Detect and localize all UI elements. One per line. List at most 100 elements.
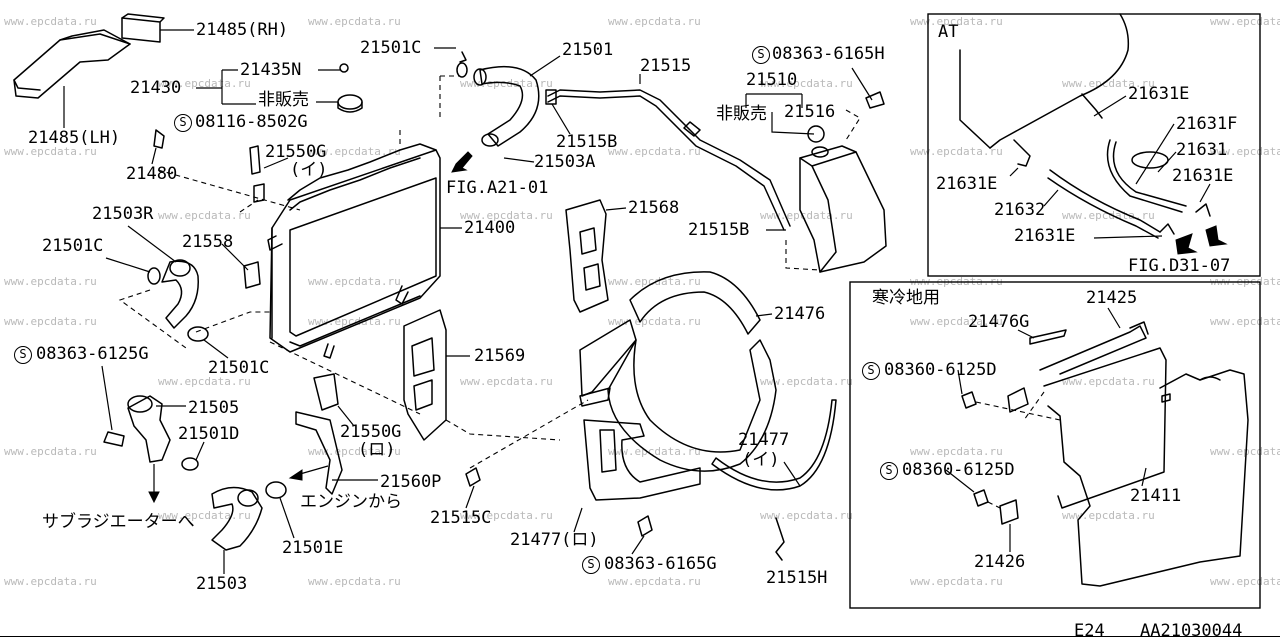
- part-label-figd: FIG.D31-07: [1128, 256, 1231, 276]
- screw-symbol-icon: S: [862, 362, 880, 380]
- part-label-engine: エンジンから: [300, 492, 402, 512]
- part-label-p21480: 21480: [126, 164, 178, 184]
- part-label-p21426: 21426: [974, 552, 1026, 572]
- air-guide-21485: [13, 13, 165, 99]
- part-label-p21631: 21631: [1176, 140, 1228, 160]
- part-label-p21631e_d: 21631E: [1014, 226, 1076, 246]
- watermark-text: www.epcdata.ru: [460, 209, 553, 222]
- part-label-p21515b_top: 21515B: [556, 132, 618, 152]
- part-label-p21550g_top_i: (イ): [290, 160, 328, 180]
- watermark-text: www.epcdata.ru: [158, 77, 251, 90]
- watermark-text: www.epcdata.ru: [308, 15, 401, 28]
- watermark-text: www.epcdata.ru: [608, 315, 701, 328]
- bracket-21569: [403, 309, 447, 441]
- watermark-text: www.epcdata.ru: [1210, 445, 1280, 458]
- part-label-p08363_6125g: 08363-6125G: [36, 344, 149, 364]
- watermark-text: www.epcdata.ru: [4, 575, 97, 588]
- watermark-text: www.epcdata.ru: [1210, 15, 1280, 28]
- part-label-p21501: 21501: [562, 40, 614, 60]
- part-label-p21550g_mid: 21550G: [340, 422, 402, 442]
- watermark-text: www.epcdata.ru: [760, 509, 853, 522]
- part-label-p21400: 21400: [464, 218, 516, 238]
- at-inset-frame: [927, 13, 1261, 277]
- watermark-text: www.epcdata.ru: [760, 209, 853, 222]
- watermark-text: www.epcdata.ru: [4, 315, 97, 328]
- watermark-text: www.epcdata.ru: [1210, 145, 1280, 158]
- part-label-footer_code: AA21030044: [1140, 621, 1243, 641]
- part-label-p21631e_b: 21631E: [936, 174, 998, 194]
- bracket-21550g-ro: [295, 373, 343, 495]
- part-label-p21477: 21477: [738, 430, 790, 450]
- part-label-p21631e_c: 21631E: [1172, 166, 1234, 186]
- watermark-text: www.epcdata.ru: [4, 275, 97, 288]
- part-label-p21501c_low: 21501C: [208, 358, 270, 378]
- part-label-p21569: 21569: [474, 346, 526, 366]
- part-label-p21510: 21510: [746, 70, 798, 90]
- cold-region-inset-frame: [849, 281, 1261, 609]
- part-label-p21476g: 21476G: [968, 312, 1030, 332]
- upper-hose-21501: [456, 51, 540, 147]
- part-label-p21560p: 21560P: [380, 472, 442, 492]
- part-label-sub: サブラジエーターへ: [42, 512, 195, 532]
- cold-inset-art: [999, 321, 1249, 587]
- screw-symbol-icon: S: [14, 346, 32, 364]
- part-label-p21501c_left: 21501C: [42, 236, 104, 256]
- watermark-text: www.epcdata.ru: [608, 575, 701, 588]
- watermark-text: www.epcdata.ru: [760, 375, 853, 388]
- part-label-p21503a: 21503A: [534, 152, 596, 172]
- screw-symbol-icon: S: [174, 114, 192, 132]
- hose-21503r: [147, 259, 199, 329]
- part-label-p21516: 21516: [784, 102, 836, 122]
- watermark-text: www.epcdata.ru: [760, 77, 853, 90]
- part-label-footer_e24: E24: [1074, 621, 1105, 641]
- shroud-21476: [579, 271, 777, 472]
- shroud-21568: [565, 199, 609, 313]
- watermark-text: www.epcdata.ru: [608, 15, 701, 28]
- part-label-at: AT: [938, 22, 959, 42]
- footer-rule: [0, 636, 1280, 637]
- part-label-p08363_6165h: 08363-6165H: [772, 44, 885, 64]
- watermark-text: www.epcdata.ru: [910, 445, 1003, 458]
- watermark-text: www.epcdata.ru: [1210, 575, 1280, 588]
- part-label-p21485rh: 21485(RH): [196, 20, 289, 40]
- part-label-p08116: 08116-8502G: [195, 112, 308, 132]
- part-label-p21501d: 21501D: [178, 424, 240, 444]
- shroud-21477-ro: [583, 419, 701, 501]
- watermark-text: www.epcdata.ru: [158, 209, 251, 222]
- part-label-p21515h: 21515H: [766, 568, 828, 588]
- watermark-text: www.epcdata.ru: [4, 445, 97, 458]
- at-inset-art: [959, 13, 1228, 255]
- watermark-text: www.epcdata.ru: [1062, 209, 1155, 222]
- part-label-p21515b_mid: 21515B: [688, 220, 750, 240]
- part-label-p21476: 21476: [774, 304, 826, 324]
- watermark-text: www.epcdata.ru: [1062, 375, 1155, 388]
- part-label-p08360_b: 08360-6125D: [902, 460, 1015, 480]
- part-label-p21477_i: (イ): [742, 450, 780, 470]
- watermark-text: www.epcdata.ru: [308, 315, 401, 328]
- watermark-text: www.epcdata.ru: [4, 15, 97, 28]
- part-label-figa: FIG.A21-01: [446, 178, 549, 198]
- reservoir-tank-21510: [799, 125, 887, 273]
- watermark-text: www.epcdata.ru: [608, 145, 701, 158]
- part-label-p21430: 21430: [130, 78, 182, 98]
- watermark-text: www.epcdata.ru: [308, 145, 401, 158]
- watermark-text: www.epcdata.ru: [158, 509, 251, 522]
- watermark-text: www.epcdata.ru: [1062, 509, 1155, 522]
- part-label-p21550g_top: 21550G: [265, 142, 327, 162]
- watermark-text: www.epcdata.ru: [460, 509, 553, 522]
- watermark-text: www.epcdata.ru: [910, 575, 1003, 588]
- housing-21505: [103, 395, 171, 463]
- watermark-text: www.epcdata.ru: [460, 375, 553, 388]
- part-label-p21631f: 21631F: [1176, 114, 1238, 134]
- watermark-text: www.epcdata.ru: [158, 375, 251, 388]
- part-label-p08360_a: 08360-6125D: [884, 360, 997, 380]
- watermark-text: www.epcdata.ru: [910, 15, 1003, 28]
- shroud-21477-i: [711, 399, 837, 491]
- part-label-p21505: 21505: [188, 398, 240, 418]
- part-label-p21503r: 21503R: [92, 204, 154, 224]
- watermark-text: www.epcdata.ru: [1062, 77, 1155, 90]
- screw-symbol-icon: S: [582, 556, 600, 574]
- part-label-p21425: 21425: [1086, 288, 1138, 308]
